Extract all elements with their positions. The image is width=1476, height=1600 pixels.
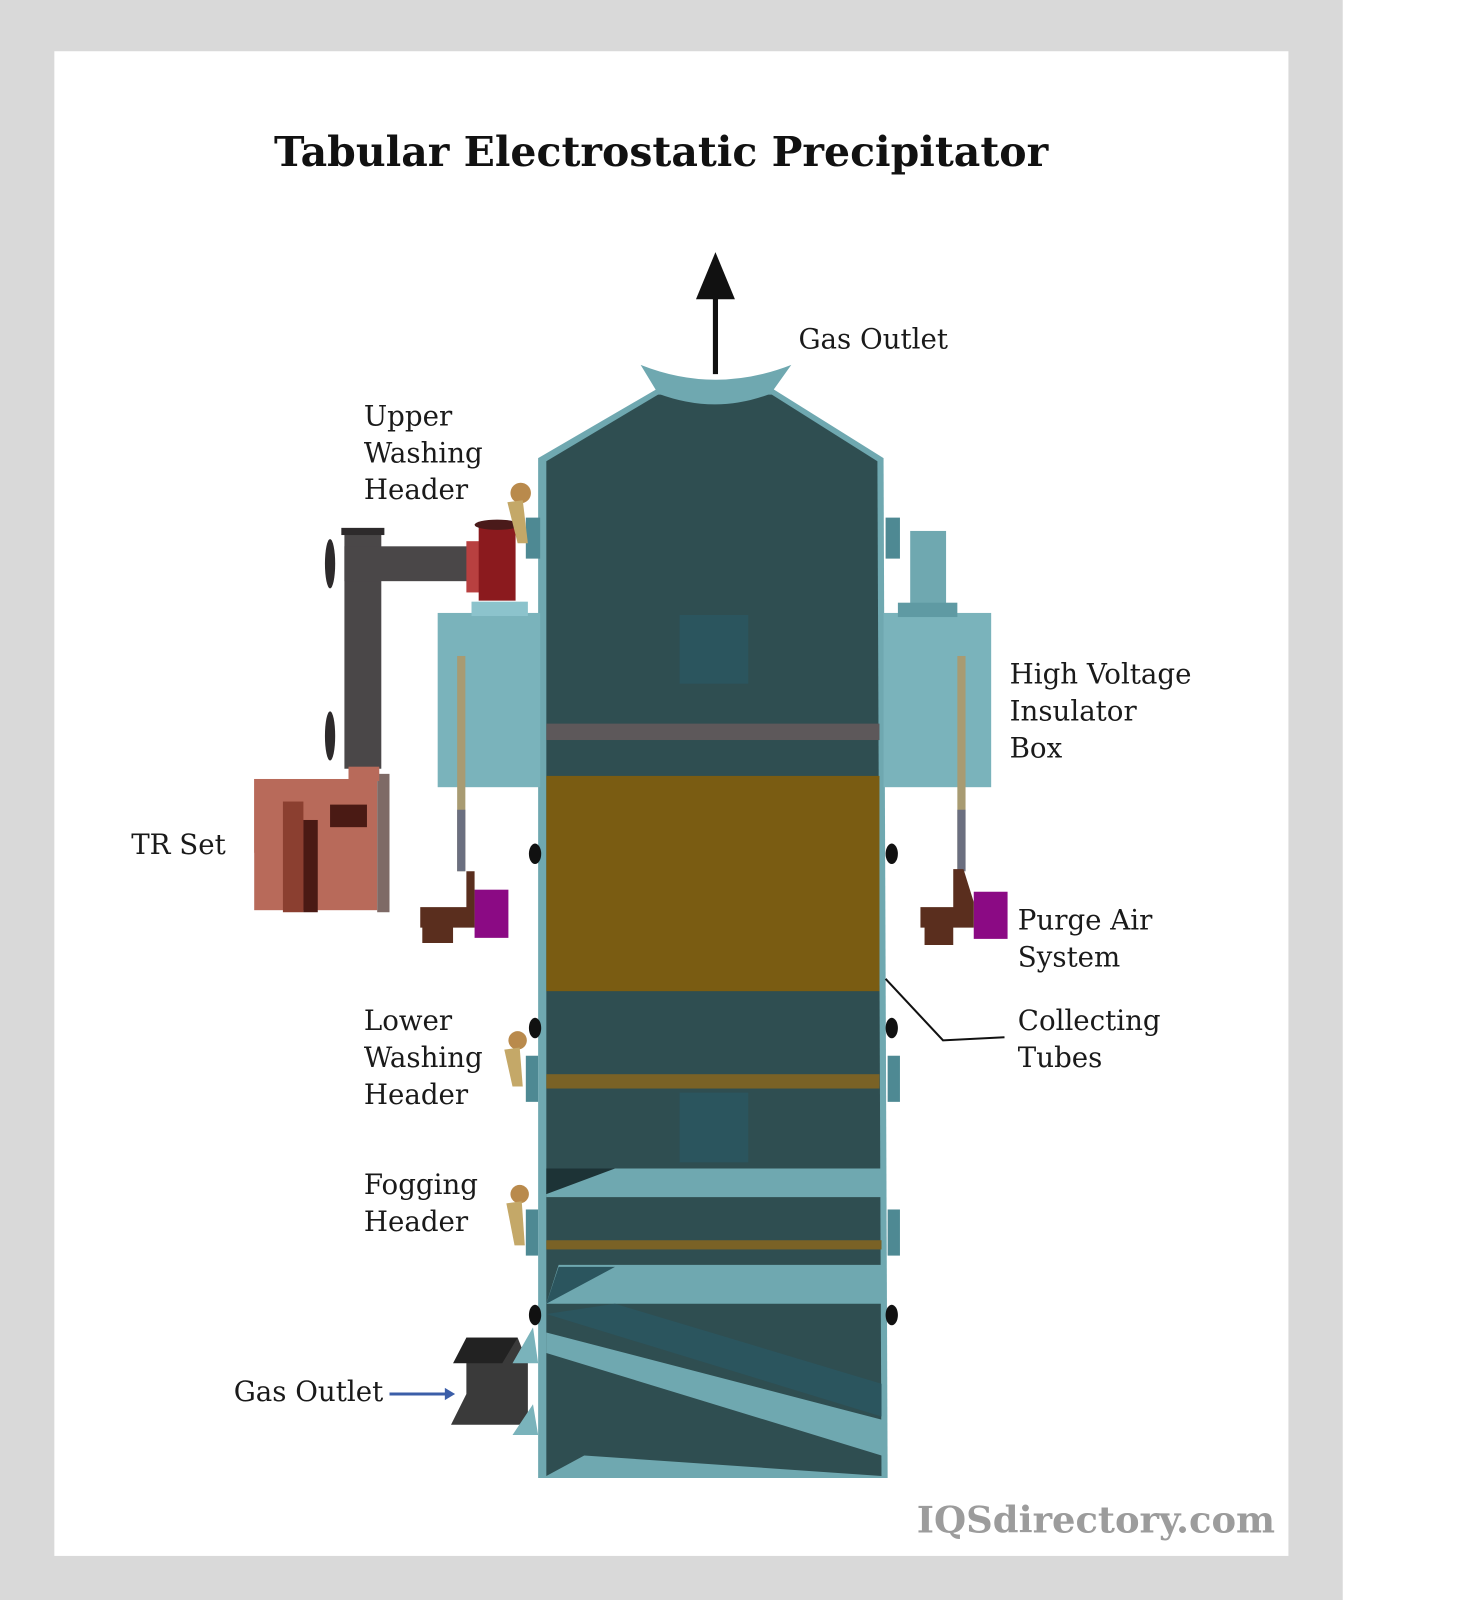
gas-outlet-arrow-blue-icon (389, 1387, 456, 1401)
gray-band (546, 723, 880, 741)
label-purge-air-system: Purge Air System (1018, 904, 1161, 974)
label-gas-outlet-bottom: Gas Outlet (234, 1375, 384, 1408)
watermark: IQSdirectory.com (917, 1497, 1275, 1541)
washing-pipe (324, 519, 520, 769)
label-collecting-tubes: Collecting Tubes (1018, 1004, 1170, 1074)
tr-set (254, 766, 390, 913)
collecting-tubes-leader (884, 978, 1005, 1042)
label-tr-set: TR Set (131, 828, 226, 861)
purge-air-units (420, 869, 1008, 946)
label-lower-washing-header: Lower Washing Header (364, 1004, 492, 1111)
label-upper-washing-header: Upper Washing Header (364, 399, 492, 506)
washing-nozzle-icons (504, 482, 531, 1246)
label-high-voltage-insulator-box: High Voltage Insulator Box (1010, 658, 1201, 765)
collecting-tubes-section (546, 775, 880, 992)
high-voltage-insulator-boxes (437, 530, 992, 872)
gas-outlet-arrow-icon (695, 252, 735, 375)
bottom-gas-outlet (451, 1327, 539, 1435)
label-gas-outlet-top: Gas Outlet (798, 322, 948, 355)
label-fogging-header: Fogging Header (364, 1168, 487, 1238)
precipitator-body (525, 364, 900, 1479)
top-outlet-cap (640, 364, 792, 405)
diagram-title: Tabular Electrostatic Precipitator (274, 128, 1050, 176)
